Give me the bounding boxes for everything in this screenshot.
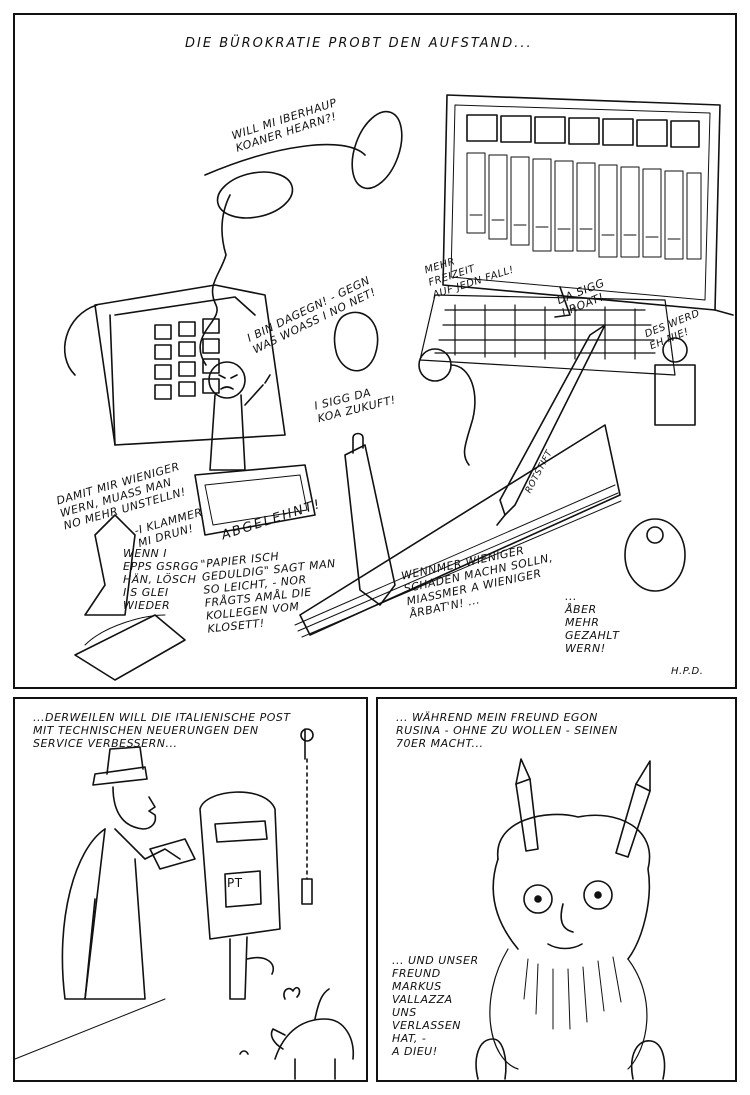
hands-drawing: [475, 1038, 666, 1080]
floor-line-drawing: [14, 998, 166, 1060]
keyboard-drawing: [419, 294, 676, 376]
man-face-drawing: [489, 813, 651, 1070]
key-on-string-drawing: [300, 728, 314, 905]
panel-bureaucracy-drawing: [63, 94, 734, 681]
telephone-drawing: [63, 110, 403, 446]
pencil-horns-drawing: [515, 758, 651, 858]
panel-bureaucracy: DIE BÜROKRATIE PROBT DEN AUFSTAND... WIL…: [13, 13, 737, 689]
panel1-title: DIE BÜROKRATIE PROBT DEN AUFSTAND...: [185, 36, 533, 51]
dog-drawing: [239, 986, 354, 1080]
panel2-caption: ...DERWEILEN WILL DIE ITALIENISCHE POST …: [33, 711, 291, 750]
panel-birthday: ... WÄHREND MEIN FREUND EGON RUSINA - OH…: [376, 697, 737, 1082]
papier-text: "PAPIER ISCH GEDULDIG" SAGT MAN SO LEICH…: [200, 549, 337, 636]
postman-drawing: [61, 746, 196, 1000]
panel3-caption: ... WÄHREND MEIN FREUND EGON RUSINA - OH…: [396, 711, 618, 750]
freund-text: ... UND UNSER FREUND MARKUS VALLAZZA UNS…: [392, 954, 479, 1058]
desk-objects-drawing: [74, 311, 696, 681]
loesch-text: WENN I EPPS GSRGG HÄN, LÖSCH I'S GLEI WI…: [123, 547, 199, 612]
panel-italian-post: ...DERWEILEN WILL DIE ITALIENISCHE POST …: [13, 697, 368, 1082]
aber-mehr-text: ... ÅBER MEHR GEZAHLT WERN!: [565, 590, 620, 655]
computer-monitor-drawing: [442, 94, 734, 318]
panel-italian-post-drawing: [14, 728, 354, 1080]
mailbox-drawing: [199, 791, 281, 1000]
signature: H.P.D.: [671, 666, 704, 677]
panel-birthday-drawing: [475, 758, 666, 1080]
mailbox-label: PT: [227, 876, 243, 890]
stamp-character-drawing: [194, 361, 316, 536]
